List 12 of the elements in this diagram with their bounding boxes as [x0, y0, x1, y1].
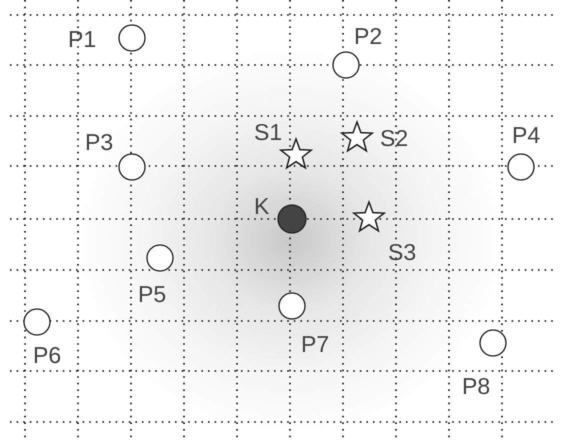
point-label: P1 — [68, 28, 96, 51]
point-label: K — [254, 195, 270, 218]
point-label: P2 — [354, 25, 382, 48]
point-label: S3 — [388, 241, 416, 264]
point-label: P5 — [138, 283, 166, 306]
point-label: P6 — [33, 344, 62, 367]
point-label: P7 — [301, 333, 330, 356]
point-label: S2 — [380, 127, 408, 150]
point-label: P4 — [512, 124, 540, 147]
point-label: P8 — [462, 375, 490, 398]
point-label: P3 — [85, 131, 114, 154]
point-label: S1 — [254, 121, 282, 144]
